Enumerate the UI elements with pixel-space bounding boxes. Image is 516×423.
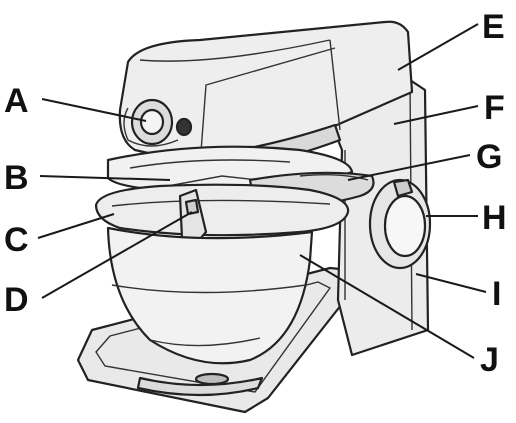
label-i: I — [492, 275, 501, 313]
leader-f — [393, 105, 479, 125]
beater-tool — [178, 188, 208, 248]
label-d: D — [4, 281, 29, 319]
callout-labels: A B C D E F G H I J — [4, 8, 507, 379]
leader-lines — [37, 23, 487, 359]
label-f: F — [484, 89, 505, 127]
leader-b — [39, 175, 171, 181]
label-j: J — [480, 341, 499, 379]
label-h: H — [482, 199, 507, 237]
speed-knob — [123, 98, 193, 147]
leader-j — [299, 254, 475, 359]
label-c: C — [4, 221, 29, 259]
label-g: G — [476, 138, 502, 176]
mixing-bowl — [106, 226, 314, 365]
leader-c — [37, 213, 115, 239]
label-e: E — [482, 8, 505, 46]
bowl-rim — [94, 183, 350, 237]
leader-g — [347, 154, 471, 181]
leader-e — [397, 23, 479, 71]
leader-a — [41, 98, 147, 122]
outlet-dial — [368, 178, 432, 270]
leader-d — [41, 211, 193, 299]
label-a: A — [4, 82, 29, 120]
leader-i — [415, 273, 487, 293]
label-b: B — [4, 159, 29, 197]
